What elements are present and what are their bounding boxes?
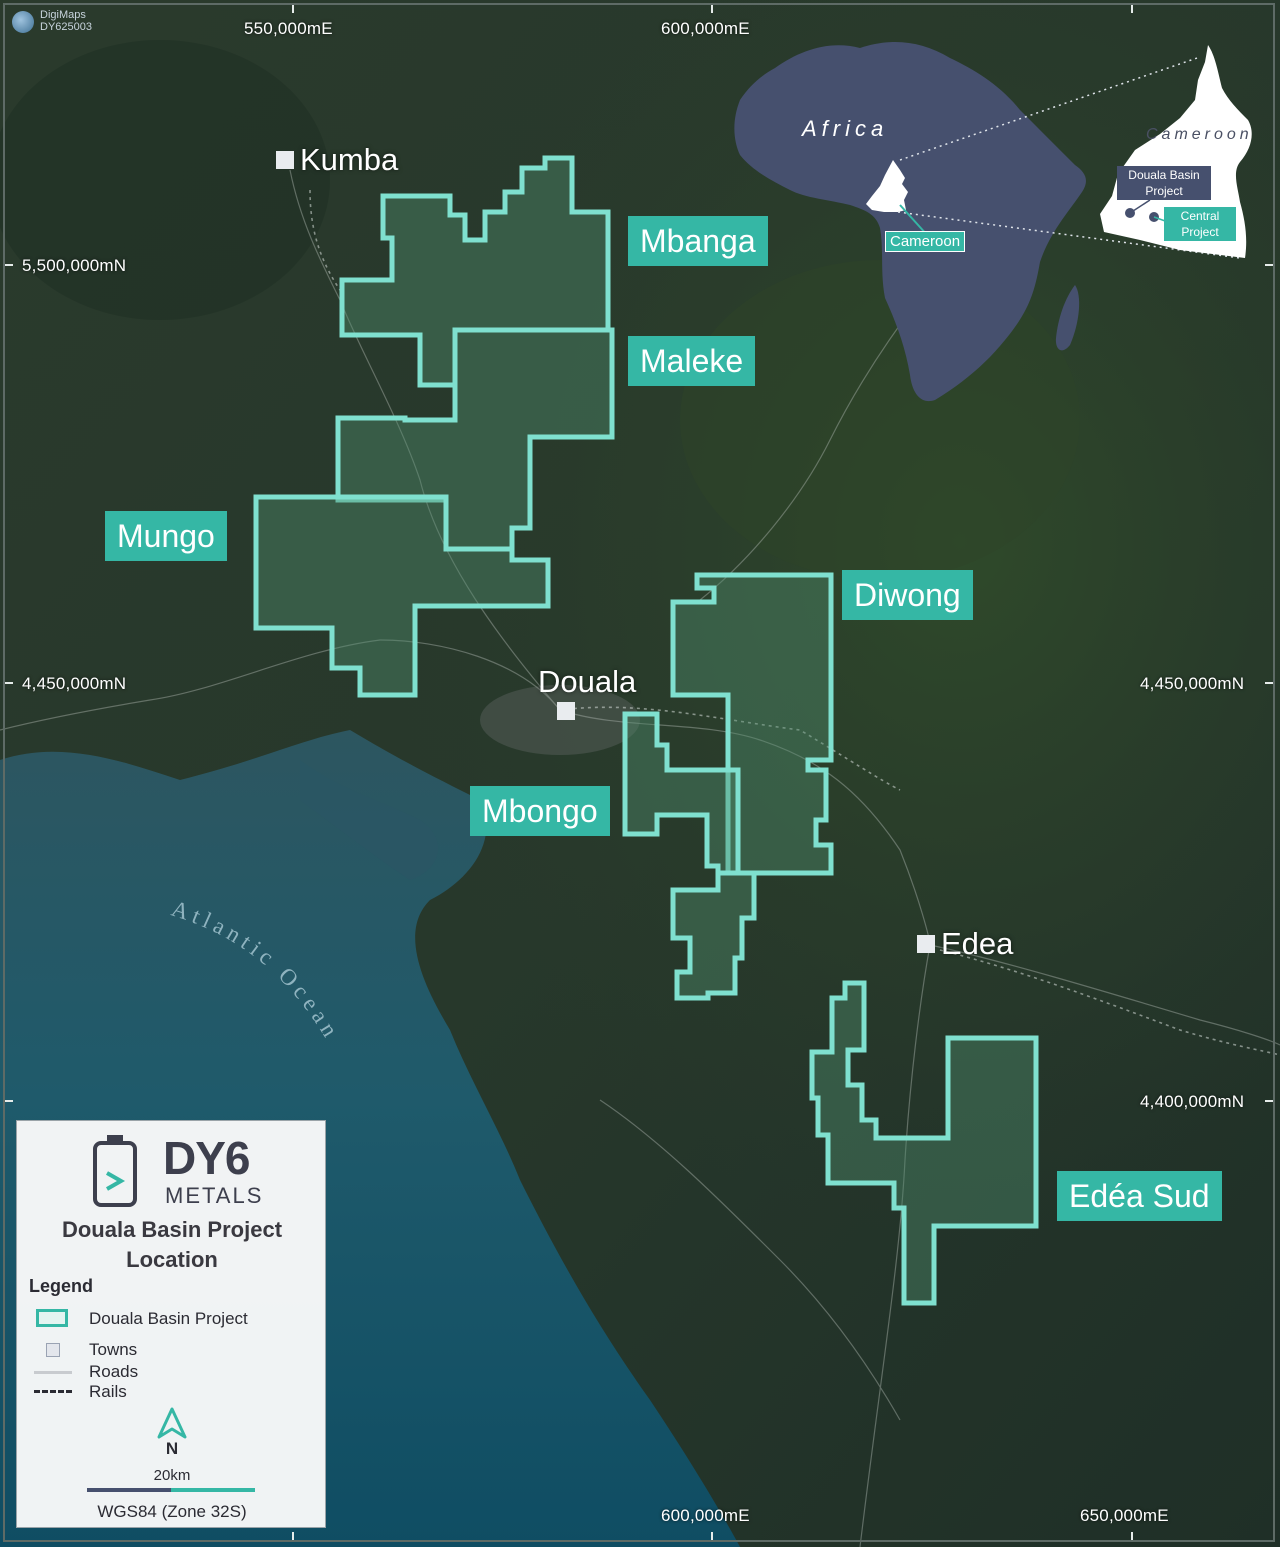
legend-item-rails: Rails xyxy=(89,1382,127,1401)
inset-africa-label: Africa xyxy=(802,116,889,141)
rails xyxy=(309,189,1280,1056)
tenement-symbol xyxy=(36,1309,68,1327)
town-kumba: Kumba xyxy=(276,142,398,178)
brand-name: DY6 xyxy=(163,1132,250,1184)
battery-logo-icon xyxy=(93,1135,137,1207)
scale-bar-dark xyxy=(87,1488,171,1492)
legend-item-towns: Towns xyxy=(89,1340,138,1359)
project-label-maleke: Maleke xyxy=(628,336,756,386)
northing-right-4400000: 4,400,000mN xyxy=(1140,1092,1245,1111)
project-label-mbongo: Mbongo xyxy=(470,786,610,836)
tenement-diwong xyxy=(670,572,834,876)
tenement-edea-sud xyxy=(809,980,1039,1306)
town-marker xyxy=(917,935,935,953)
town-marker-douala xyxy=(557,702,575,720)
town-marker xyxy=(276,151,294,169)
legend-item-project: Douala Basin Project xyxy=(89,1309,248,1328)
globe-icon xyxy=(12,10,34,33)
easting-top-600: 600,000mE xyxy=(661,19,750,38)
scale-label: 20km xyxy=(153,1467,191,1484)
tenement-mbongo-south xyxy=(670,870,757,1001)
watermark: DigiMaps DY625003 xyxy=(12,10,92,33)
legend-header: Legend xyxy=(29,1276,94,1296)
northing-left-4450000: 4,450,000mN xyxy=(22,674,127,693)
inset-cameroon-tag: Cameroon xyxy=(885,231,966,252)
inset-douala-basin-tag: Douala Basin Project xyxy=(1117,166,1211,200)
town-edea: Edea xyxy=(917,926,1013,962)
easting-bottom-600: 600,000mE xyxy=(661,1506,750,1525)
easting-bottom-650: 650,000mE xyxy=(1080,1506,1169,1525)
road-symbol xyxy=(34,1371,72,1374)
legend-title-line1: Douala Basin Project xyxy=(61,1217,283,1242)
inset-africa xyxy=(734,42,1241,402)
town-label: Kumba xyxy=(300,142,399,177)
town-label: Douala xyxy=(538,664,637,699)
project-label-diwong: Diwong xyxy=(842,570,973,620)
project-label-mbanga: Mbanga xyxy=(628,216,768,266)
north-arrow-icon xyxy=(157,1407,187,1439)
project-label-mungo: Mungo xyxy=(105,511,227,561)
cameroon-inset-shape xyxy=(1100,45,1252,258)
africa-shape xyxy=(734,42,1086,402)
scale-bar-light xyxy=(171,1488,255,1492)
town-symbol xyxy=(46,1343,60,1357)
rail-symbol xyxy=(34,1390,72,1393)
legend-item-roads: Roads xyxy=(89,1362,139,1381)
northing-right-4450000: 4,450,000mN xyxy=(1140,674,1245,693)
inset-central-tag: Central Project xyxy=(1164,207,1236,241)
watermark-line2: DY625003 xyxy=(40,21,92,33)
legend-panel: DY6 METALS Douala Basin Project Location… xyxy=(16,1120,326,1528)
legend-title-line2: Location xyxy=(126,1247,218,1272)
easting-top-550: 550,000mE xyxy=(244,19,333,38)
legend-title: Douala Basin Project Location xyxy=(17,1215,327,1275)
town-douala-label: Douala xyxy=(538,664,636,700)
cameroon-small xyxy=(866,160,908,212)
brand-sub: METALS xyxy=(165,1183,264,1208)
tenement-mungo xyxy=(253,494,551,698)
project-label-edea-sud: Edéa Sud xyxy=(1057,1171,1222,1221)
inset-cameroon-title: Cameroon xyxy=(1146,126,1253,143)
north-label: N xyxy=(165,1439,179,1458)
crs-label: WGS84 (Zone 32S) xyxy=(97,1502,247,1521)
northing-left-5500000: 5,500,000mN xyxy=(22,256,127,275)
town-label: Edea xyxy=(941,926,1014,961)
watermark-line1: DigiMaps xyxy=(40,9,86,21)
